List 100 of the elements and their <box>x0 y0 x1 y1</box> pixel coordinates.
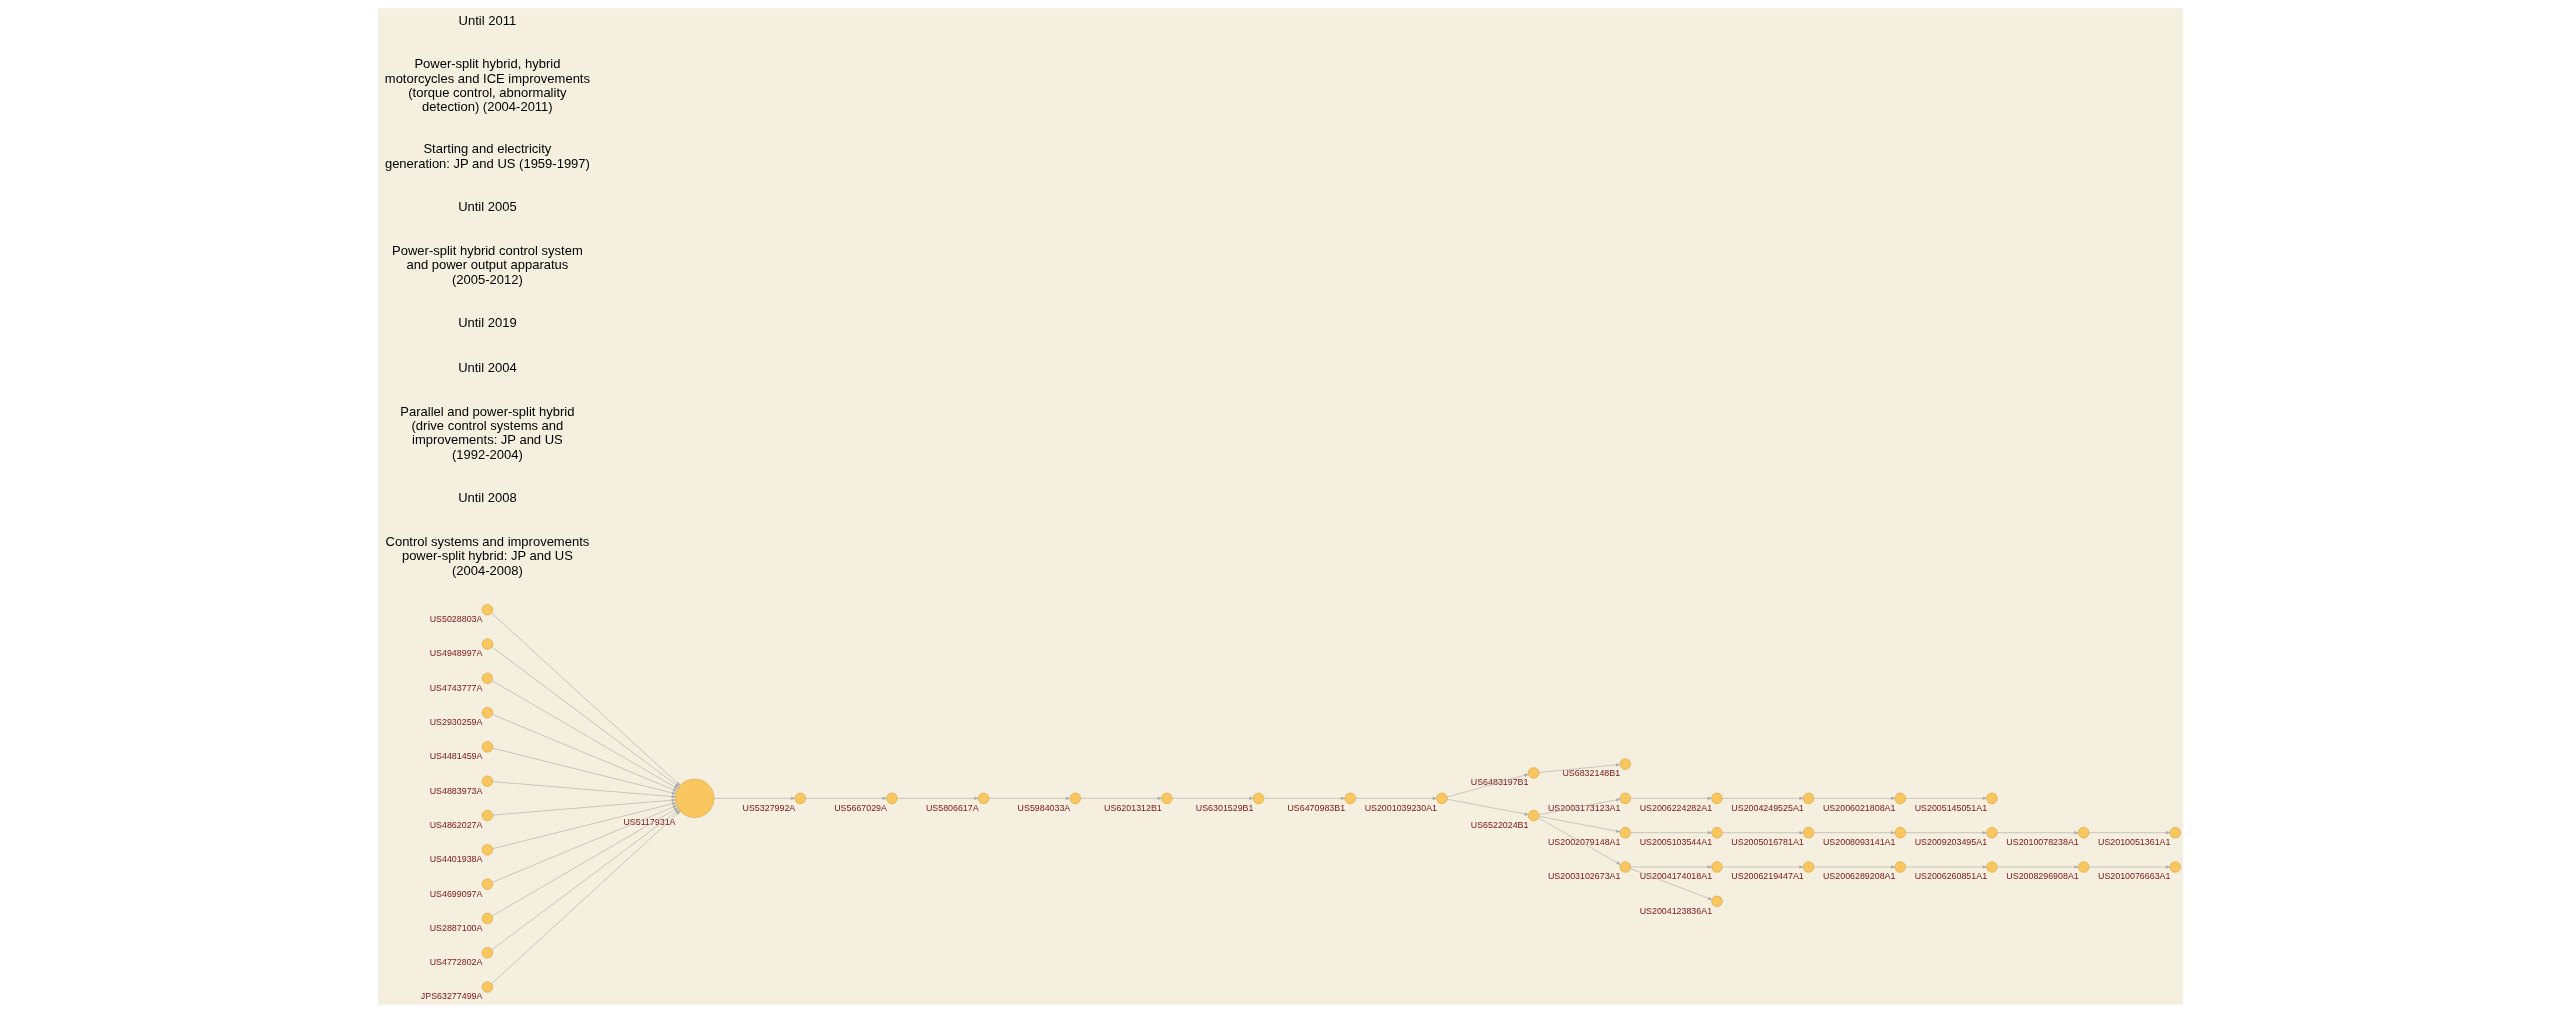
node-circle <box>481 707 493 719</box>
node-circle <box>481 844 493 856</box>
node-label: US2004123836A1 <box>1639 905 1712 916</box>
node-label: US2004249525A1 <box>1730 802 1804 813</box>
arrow <box>1813 831 1895 835</box>
node-label: US2009203495A1 <box>1914 837 1987 848</box>
node-label: US6522024B1 <box>1470 819 1528 830</box>
node-label: US2006219447A1 <box>1730 871 1804 882</box>
label: Parallel and power-split hybrid (drive control systems and improvements: JP and US (1992-2004) <box>399 404 574 462</box>
node-circle <box>1985 861 1998 873</box>
node-circle <box>1069 792 1081 804</box>
node-circle <box>1894 792 1906 804</box>
arrow <box>491 714 677 792</box>
arrow <box>1813 796 1895 800</box>
node-circle <box>885 792 898 804</box>
arrow <box>2088 831 2170 835</box>
node-circle <box>1802 792 1814 804</box>
node-label: US5028803A <box>429 614 482 625</box>
node-circle <box>1802 861 1814 873</box>
label: Power-split hybrid control system and power output apparatus (2005-2012) <box>391 243 583 287</box>
node-circle <box>1619 792 1631 804</box>
node-circle <box>1710 895 1723 907</box>
node-circle <box>1619 827 1631 839</box>
node-label: US2006021808A1 <box>1822 802 1895 813</box>
node-label: US2003102673A1 <box>1547 871 1620 882</box>
node-label: US6483197B1 <box>1470 777 1528 788</box>
node-circle <box>2169 827 2181 839</box>
arrow <box>1904 831 1987 835</box>
arrow <box>896 796 978 800</box>
label: Until 2005 <box>457 199 517 215</box>
node-circle <box>481 741 493 753</box>
arrow <box>988 796 1070 800</box>
arrow <box>1263 796 1345 800</box>
node-label: US5327992A <box>742 802 795 813</box>
node-label: US4401938A <box>429 854 482 865</box>
arrow <box>491 747 676 795</box>
label: Control systems and improvements power-split hybrid: JP and US (2004-2008) <box>385 534 589 578</box>
arrow <box>1629 868 1712 900</box>
node-label: US2006260851A1 <box>1914 871 1987 882</box>
node-label: US6201312B1 <box>1103 802 1162 813</box>
node-circle <box>1710 827 1723 839</box>
node-circle <box>1252 792 1264 804</box>
node-label: US5984033A <box>1017 802 1070 813</box>
arrow <box>1996 831 2078 835</box>
arrow <box>490 612 680 786</box>
node-label: US4743777A <box>429 682 482 693</box>
node-circle <box>481 672 493 684</box>
node-label: US6832148B1 <box>1561 768 1620 779</box>
arrow <box>1721 831 1803 835</box>
arrow <box>1629 796 1712 800</box>
label: Until 2019 <box>457 315 517 331</box>
node-circle <box>794 792 806 804</box>
node-label: US5117931A <box>622 816 675 827</box>
arrow <box>491 809 679 951</box>
arrow <box>1538 798 1620 815</box>
node-circle <box>1619 758 1631 770</box>
node-label: US2887100A <box>429 922 482 933</box>
arrow <box>491 802 676 849</box>
node-circle <box>1527 809 1539 822</box>
node-circle <box>2077 827 2089 839</box>
arrow <box>1538 816 1620 833</box>
arrow <box>491 680 678 790</box>
node-circle <box>1619 861 1631 873</box>
node-circle <box>481 947 493 959</box>
node-circle <box>1802 827 1814 839</box>
node-label: US2001039230A1 <box>1364 802 1437 813</box>
arrow <box>490 810 680 984</box>
node-circle <box>1894 827 1906 839</box>
node-label: US2008093141A1 <box>1822 837 1895 848</box>
node-circle <box>2169 861 2181 873</box>
node-circle <box>1985 792 1998 804</box>
label: Until 2011 <box>458 12 516 28</box>
node-label: US5667029A <box>833 802 887 813</box>
node-label: US2005145051A1 <box>1914 802 1987 813</box>
node-circle <box>1894 861 1906 873</box>
arrow <box>492 781 676 799</box>
node-label: US2006224282A1 <box>1639 802 1712 813</box>
label: Starting and electricity generation: JP and US (1959-1997) <box>384 141 590 171</box>
arrow <box>1721 796 1803 800</box>
arrow <box>1446 773 1529 798</box>
arrow <box>491 805 677 883</box>
node-label: US6301529B1 <box>1195 802 1253 813</box>
node-circle <box>1160 792 1173 804</box>
node-label: US4883973A <box>429 785 482 796</box>
node-label: US2005103544A1 <box>1639 837 1712 848</box>
node-circle <box>1344 792 1356 804</box>
node-label: US5806617A <box>925 802 979 813</box>
node-circle <box>481 775 493 787</box>
node-label: US2002079148A1 <box>1547 837 1620 848</box>
arrow <box>1079 796 1162 800</box>
arrow <box>1446 799 1529 816</box>
arrow <box>1904 796 1987 800</box>
node-circle <box>1710 792 1723 804</box>
node-label: JPS63277499A <box>420 991 482 1002</box>
label: Until 2008 <box>457 490 517 506</box>
arrow <box>491 807 678 917</box>
label: Power-split hybrid, hybrid motorcycles and ICE improvements (torque control, abnormality detection) (2004-2011) <box>384 56 590 114</box>
node-circle <box>2077 861 2089 873</box>
node-label: US2010051361A1 <box>2097 837 2170 848</box>
arrow <box>1354 796 1437 800</box>
